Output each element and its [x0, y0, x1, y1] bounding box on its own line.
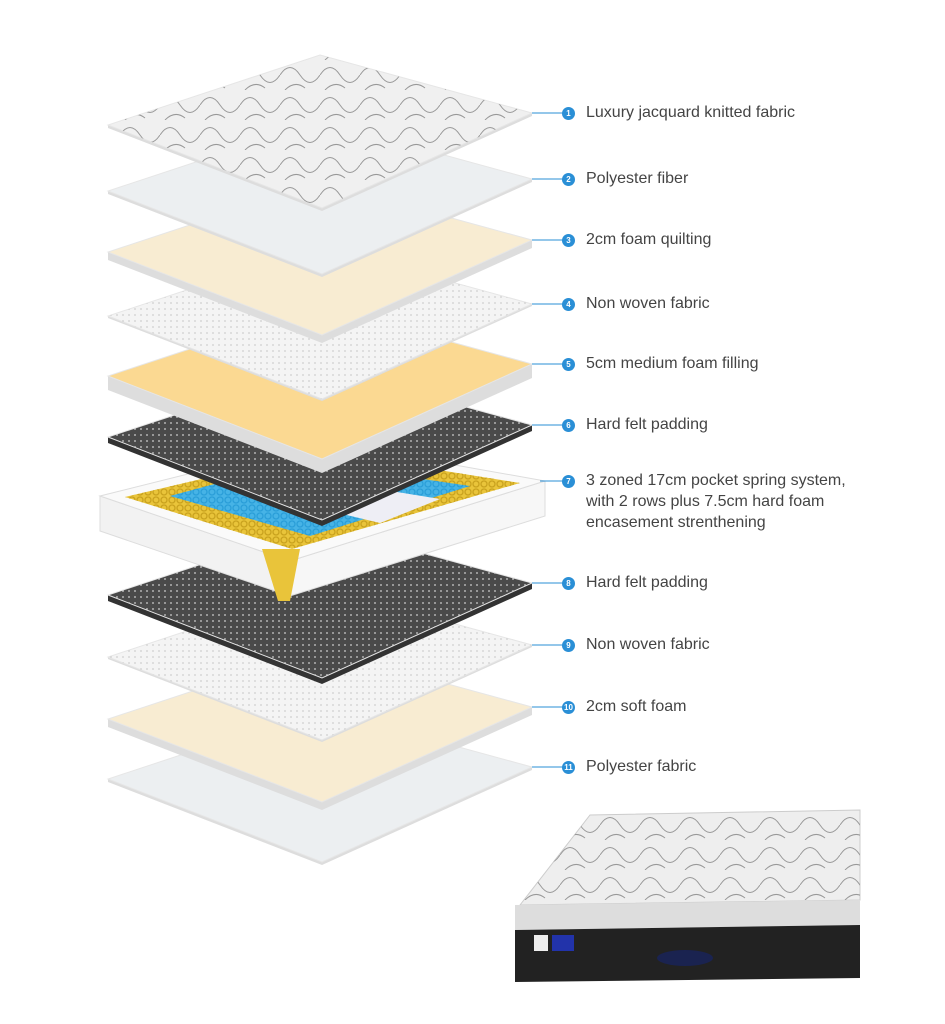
layer-label: 2cm foam quilting [586, 231, 712, 248]
layer-1 [106, 54, 534, 211]
layer-side-left [108, 252, 322, 343]
layer-side-right [322, 767, 532, 865]
layer-side-right [322, 425, 532, 526]
layer-side-left [108, 376, 322, 473]
layer-side-left [108, 595, 322, 684]
mattress-product-image [515, 809, 861, 982]
layer-side-left [108, 437, 322, 526]
layer-label: 3 zoned 17cm pocket spring system, with … [586, 472, 846, 531]
layer-label: 5cm medium foam filling [586, 355, 759, 372]
layer-label: Non woven fabric [586, 636, 710, 653]
layer-side-left [108, 719, 322, 810]
layer-number-badge: 7 [562, 475, 575, 488]
layer-number-badge: 2 [562, 173, 575, 186]
layer-side-right [322, 364, 532, 473]
layer-label: Non woven fabric [586, 295, 710, 312]
layer-number-badge: 8 [562, 577, 575, 590]
layer-number-badge: 5 [562, 358, 575, 371]
layer-number-badge: 4 [562, 298, 575, 311]
layer-side-right [322, 707, 532, 810]
layer-side-left [108, 191, 322, 277]
layer-label: Hard felt padding [586, 574, 708, 591]
layer-number-badge: 11 [562, 761, 575, 774]
layer-side-left [108, 779, 322, 865]
layer-number-badge: 6 [562, 419, 575, 432]
layer-side-right [322, 113, 532, 211]
layer-side-left [108, 125, 322, 211]
layer-number-badge: 9 [562, 639, 575, 652]
layer-label: Hard felt padding [586, 416, 708, 433]
layer-label: Polyester fiber [586, 170, 689, 187]
layer-side-right [322, 583, 532, 684]
layer-side-right [322, 240, 532, 343]
layer-texture [108, 55, 532, 208]
layer-label: 2cm soft foam [586, 698, 687, 715]
layer-label: Luxury jacquard knitted fabric [586, 104, 795, 121]
layer-side-right [322, 179, 532, 277]
layer-number-badge: 10 [562, 701, 575, 714]
layer-number-badge: 1 [562, 107, 575, 120]
layer-label: Polyester fabric [586, 758, 697, 775]
springs-cutaway [262, 549, 300, 601]
layer-number-badge: 3 [562, 234, 575, 247]
